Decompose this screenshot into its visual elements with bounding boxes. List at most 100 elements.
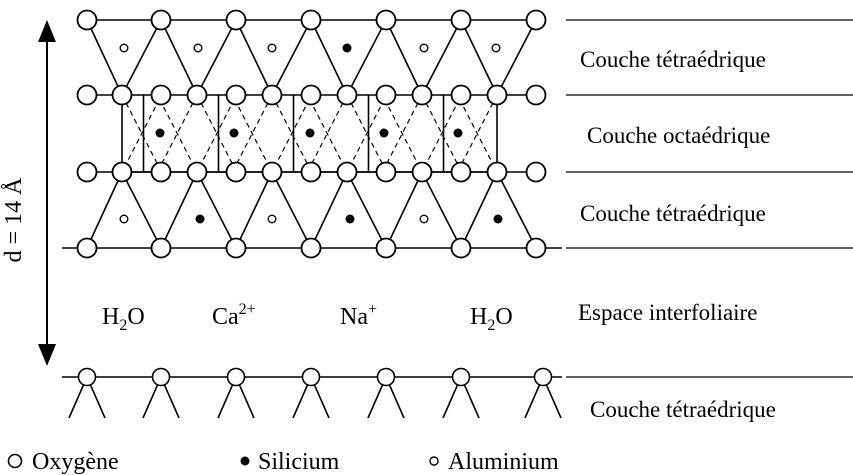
oxygen-atom (300, 161, 322, 183)
dashed-bond (308, 98, 348, 173)
aluminium-atom (419, 214, 429, 224)
bond-line (121, 19, 162, 96)
oxygen-atom (375, 9, 397, 31)
oxygen-legend-icon (7, 453, 23, 469)
bond-lines (62, 19, 562, 419)
oxygen-atom (225, 237, 247, 259)
oxygen-atom (186, 161, 208, 183)
aluminium-atom (419, 43, 429, 53)
legend-label-oxygen: Oxygène (32, 449, 119, 475)
oxygen-atom (411, 84, 433, 106)
hydroxyl-oxygen-atom (451, 367, 471, 387)
oxygen-atom (225, 161, 247, 183)
oxygen-atom (486, 84, 508, 106)
dashed-bond (308, 94, 348, 169)
arrow-up-icon (38, 20, 56, 42)
bond-line (86, 171, 123, 249)
species-sodium: Na+ (340, 301, 377, 330)
oxygen-atom (150, 237, 172, 259)
bond-line (271, 171, 312, 249)
hydroxyl-oxygen-atom (376, 367, 396, 387)
oxygen-atom (375, 161, 397, 183)
dashed-bond (158, 94, 198, 169)
oxygen-atom (450, 161, 472, 183)
layer-separators (566, 19, 853, 378)
bond-line (496, 171, 537, 249)
oxygen-atom (76, 161, 98, 183)
species-water-right: H2O (470, 304, 513, 334)
bond-line (460, 19, 498, 96)
legend: Oxygène Silicium Aluminium (7, 449, 559, 475)
aluminium-atom (193, 43, 203, 53)
oxygen-atom (525, 84, 547, 106)
bond-line (160, 19, 198, 96)
bond-line (346, 171, 387, 249)
oxygen-atom (525, 161, 547, 183)
bond-line (385, 171, 423, 249)
aluminium-legend-icon (429, 456, 439, 466)
oxygen-atom (336, 84, 358, 106)
dashed-bond (383, 94, 423, 169)
silicon-atom (305, 128, 315, 138)
oxygen-atom (261, 84, 283, 106)
oxygen-atom (486, 161, 508, 183)
bond-line (235, 171, 273, 249)
dashed-bond (121, 94, 161, 169)
aluminium-atom (119, 214, 129, 224)
oxygen-atom (411, 161, 433, 183)
aluminium-atom (119, 43, 129, 53)
hydroxyl-oxygen-atom (533, 367, 553, 387)
silicon-atom (195, 214, 205, 224)
dimension-arrow (38, 20, 56, 366)
species-water-left: H2O (102, 304, 145, 334)
silicon-atom (453, 128, 463, 138)
silicon-atom (379, 128, 389, 138)
aluminium-atom (491, 43, 501, 53)
octahedral-dashed-bonds (121, 94, 498, 173)
bond-line (86, 19, 123, 96)
layer-label-tetrahedral-middle: Couche tétraédrique (580, 201, 766, 226)
oxygen-atom (450, 9, 472, 31)
dashed-bond (383, 98, 423, 173)
oxygen-atom (186, 84, 208, 106)
bond-line (496, 19, 537, 96)
dashed-bond (421, 94, 461, 169)
silicon-legend-icon (240, 456, 250, 466)
oxygen-atom (111, 161, 133, 183)
oxygen-atom (225, 84, 247, 106)
atoms (76, 9, 553, 387)
bond-line (421, 19, 462, 96)
dashed-bond (233, 98, 273, 173)
oxygen-atom (150, 161, 172, 183)
aluminium-atom (267, 214, 277, 224)
bond-line (346, 19, 387, 96)
dashed-bond (158, 98, 198, 173)
silicon-atom (342, 43, 352, 53)
dashed-bond (121, 98, 161, 173)
oxygen-atom (525, 237, 547, 259)
dashed-bond (271, 98, 311, 173)
oxygen-atom (261, 161, 283, 183)
silicon-atom (345, 214, 355, 224)
dashed-bond (458, 94, 498, 169)
oxygen-atom (225, 9, 247, 31)
legend-label-aluminium: Aluminium (448, 449, 559, 475)
hydroxyl-oxygen-atom (226, 367, 246, 387)
bond-line (310, 171, 348, 249)
bond-line (196, 171, 237, 249)
oxygen-atom (300, 84, 322, 106)
bond-line (196, 19, 237, 96)
aluminium-atom (267, 43, 277, 53)
bond-line (271, 19, 312, 96)
oxygen-atom (525, 9, 547, 31)
dashed-bond (196, 94, 236, 169)
oxygen-atom (336, 161, 358, 183)
oxygen-atom (76, 9, 98, 31)
dashed-bond (233, 94, 273, 169)
species-calcium: Ca2+ (212, 301, 256, 330)
bond-line (460, 171, 498, 249)
hydroxyl-oxygen-atom (301, 367, 321, 387)
oxygen-atom (300, 9, 322, 31)
silicon-atom (229, 128, 239, 138)
